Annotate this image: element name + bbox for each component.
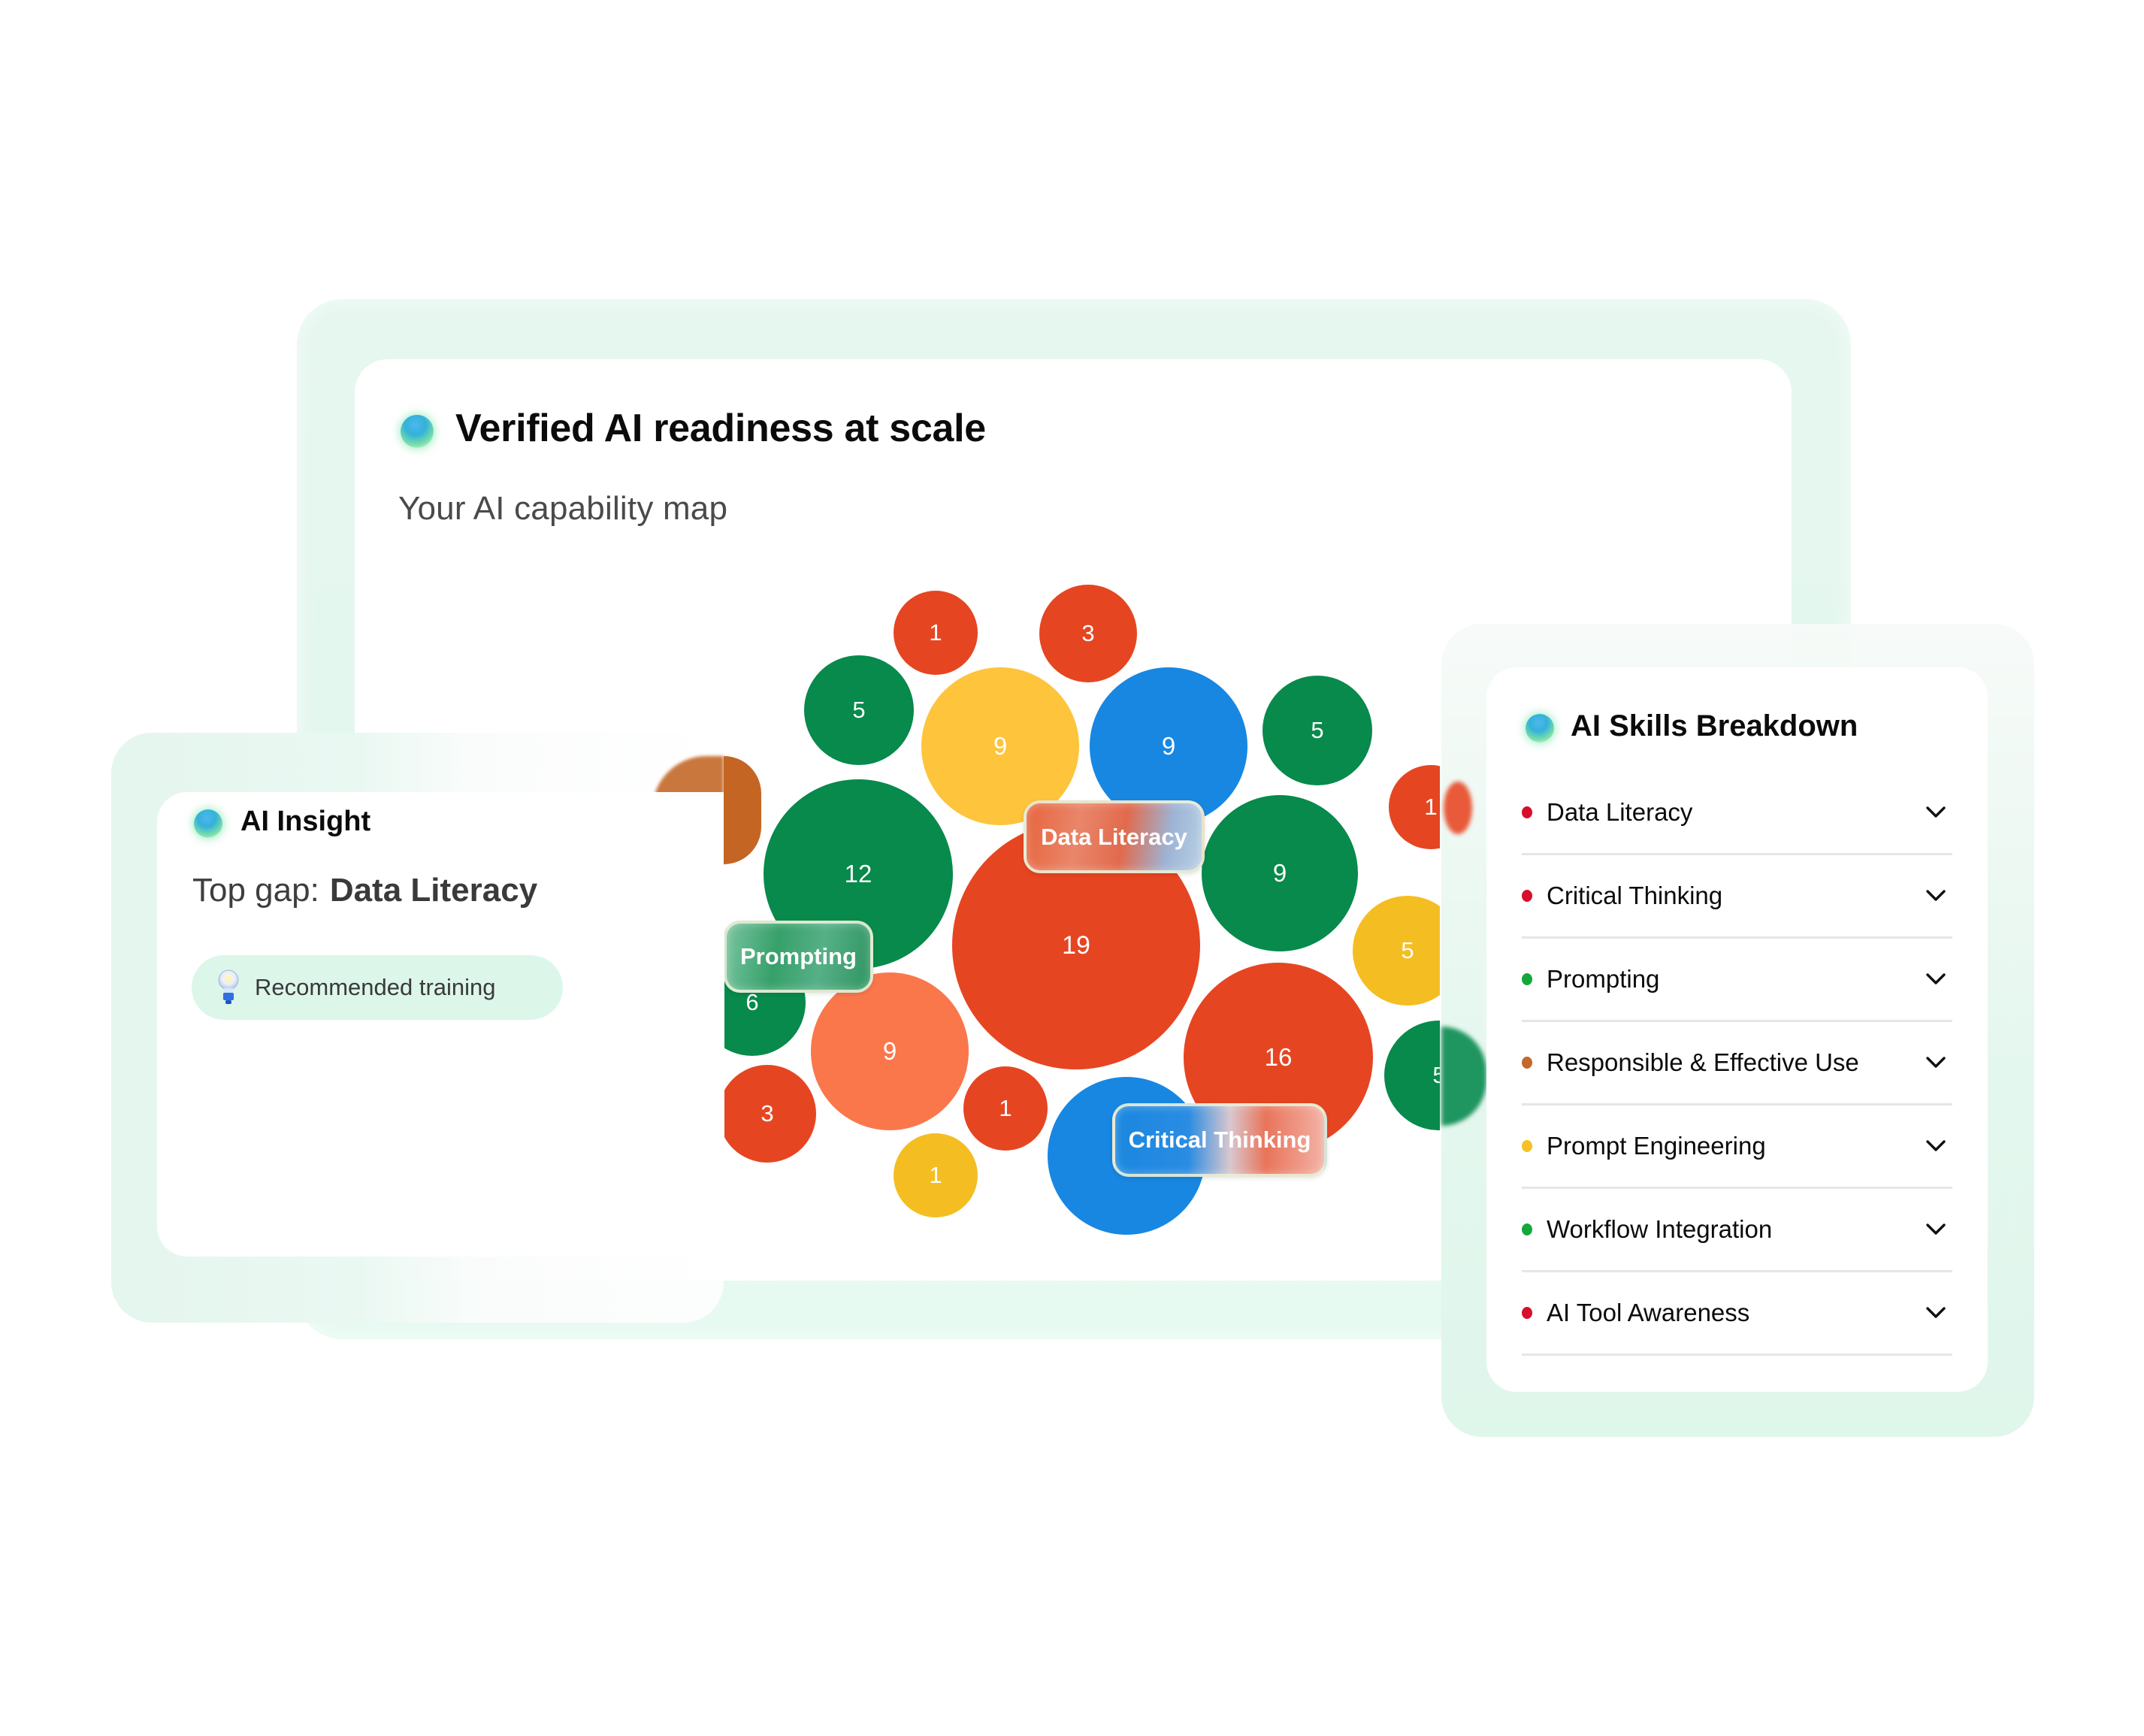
skill-label: AI Tool Awareness <box>1547 1299 1750 1326</box>
bubble[interactable]: 3 <box>724 1065 816 1163</box>
skill-row-ai-tool-awareness[interactable]: AI Tool Awareness <box>1522 1272 1952 1356</box>
skill-tag-prompting[interactable]: Prompting <box>724 921 873 993</box>
bubble[interactable]: 9 <box>921 667 1079 825</box>
skill-label: Responsible & Effective Use <box>1547 1048 1859 1076</box>
frosted-bubble-right-half <box>724 756 761 864</box>
bubble[interactable]: 1 <box>894 1133 978 1217</box>
top-gap-label: Top gap: <box>192 872 319 909</box>
skill-label: Prompting <box>1547 965 1660 993</box>
ai-orb-icon <box>401 415 434 448</box>
skill-label: Workflow Integration <box>1547 1215 1773 1243</box>
capability-map-subtitle: Your AI capability map <box>398 490 728 527</box>
bubble[interactable]: 5 <box>804 655 914 765</box>
bubble[interactable]: 9 <box>1090 667 1247 825</box>
ai-orb-icon <box>194 809 222 838</box>
chevron-down-icon[interactable] <box>1922 1049 1949 1076</box>
chevron-down-icon[interactable] <box>1922 799 1949 826</box>
skill-tag-data-literacy[interactable]: Data Literacy <box>1024 800 1205 873</box>
bubble[interactable]: 1 <box>963 1066 1048 1151</box>
page-title: Verified AI readiness at scale <box>455 407 986 450</box>
chevron-down-icon[interactable] <box>1922 882 1949 909</box>
bubble[interactable]: 9 <box>811 972 969 1130</box>
ai-orb-icon <box>1526 714 1554 742</box>
status-dot <box>1522 806 1532 818</box>
skill-row-workflow-integration[interactable]: Workflow Integration <box>1522 1189 1952 1272</box>
skill-row-data-literacy[interactable]: Data Literacy <box>1522 772 1952 855</box>
chevron-down-icon[interactable] <box>1922 966 1949 993</box>
status-dot <box>1522 1057 1532 1069</box>
skill-tag-critical-thinking[interactable]: Critical Thinking <box>1112 1103 1327 1177</box>
chevron-down-icon[interactable] <box>1922 1133 1949 1160</box>
chevron-down-icon[interactable] <box>1922 1299 1949 1326</box>
ai-insight-card <box>157 792 724 1257</box>
skill-label: Critical Thinking <box>1547 882 1723 909</box>
bubble[interactable]: 5 <box>1263 676 1372 785</box>
skill-label: Prompt Engineering <box>1547 1132 1766 1160</box>
status-dot <box>1522 1140 1532 1152</box>
skill-row-critical-thinking[interactable]: Critical Thinking <box>1522 855 1952 939</box>
lightbulb-icon <box>218 969 239 1004</box>
status-dot <box>1522 1307 1532 1319</box>
status-dot <box>1522 973 1532 985</box>
recommended-training-button[interactable]: Recommended training <box>192 955 563 1020</box>
skill-row-prompting[interactable]: Prompting <box>1522 939 1952 1022</box>
bubble[interactable]: 5 <box>1353 896 1440 1006</box>
skills-title: AI Skills Breakdown <box>1571 709 1858 742</box>
top-gap-value: Data Literacy <box>329 872 538 909</box>
bubble[interactable]: 1 <box>894 591 978 675</box>
skill-label: Data Literacy <box>1547 798 1693 826</box>
skill-row-prompt-engineering[interactable]: Prompt Engineering <box>1522 1105 1952 1189</box>
chevron-down-icon[interactable] <box>1922 1216 1949 1243</box>
frosted-bubble <box>1444 782 1472 834</box>
bubble[interactable]: 9 <box>1202 795 1358 951</box>
insight-title: AI Insight <box>240 806 371 837</box>
bubble[interactable]: 5 <box>1384 1021 1440 1130</box>
bubble[interactable]: 3 <box>1039 585 1137 682</box>
skill-row-responsible-effective-use[interactable]: Responsible & Effective Use <box>1522 1022 1952 1105</box>
status-dot <box>1522 1223 1532 1235</box>
top-gap-line: Top gap: Data Literacy <box>192 872 537 909</box>
recommended-training-label: Recommended training <box>255 974 496 1000</box>
bubble[interactable]: 1 <box>1389 765 1440 849</box>
status-dot <box>1522 890 1532 902</box>
